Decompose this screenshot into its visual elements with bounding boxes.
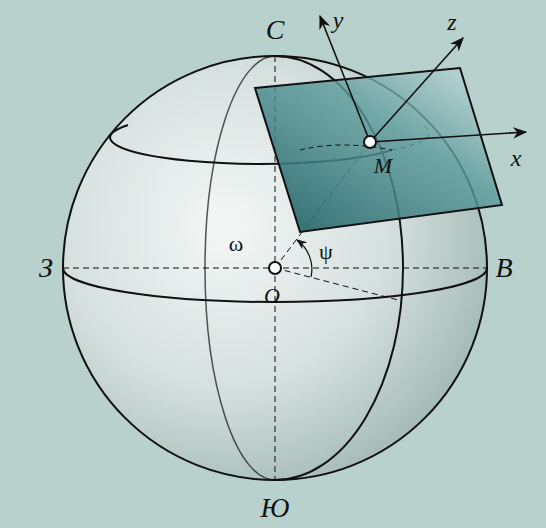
angular-velocity: ω (229, 233, 243, 255)
direction-letter: В (495, 254, 512, 282)
direction-letter: З (39, 254, 53, 282)
point-name: M (374, 155, 392, 177)
parallel-on-plane (300, 145, 392, 150)
z-axis (370, 38, 463, 142)
angle-name: ψ (319, 241, 333, 263)
radius-equator (275, 268, 398, 300)
point-o (269, 262, 281, 274)
tangent-plane (255, 68, 502, 232)
y-axis (320, 16, 370, 142)
axis-name: z (447, 10, 456, 34)
pole-letter: С (266, 16, 285, 44)
x-axis (370, 132, 526, 142)
point-m (364, 136, 376, 148)
point-name: O (264, 285, 280, 307)
angle-arc (297, 240, 312, 277)
axis-name: x (511, 146, 522, 170)
axis-name: y (333, 8, 344, 32)
pole-letter: Ю (261, 494, 290, 522)
